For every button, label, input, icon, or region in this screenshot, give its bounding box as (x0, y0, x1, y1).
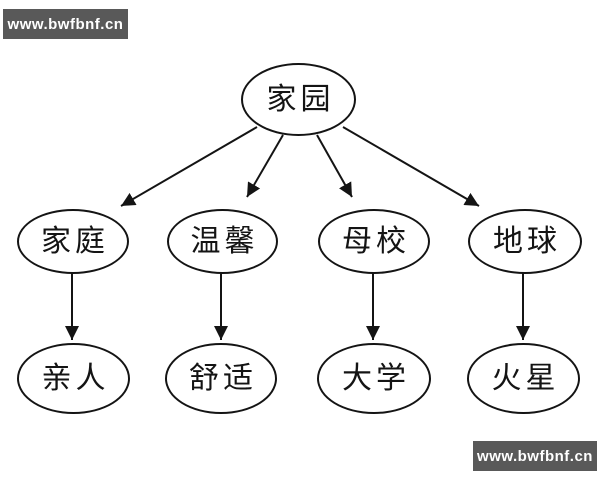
node-relatives: 亲人 (17, 343, 130, 414)
node-warmth: 温馨 (167, 209, 278, 274)
node-warmth-label: 温馨 (190, 223, 259, 259)
node-university: 大学 (317, 343, 431, 414)
edge-root-earth (342, 126, 480, 207)
node-family: 家庭 (17, 209, 129, 274)
node-alma-mater-label: 母校 (342, 223, 410, 259)
node-alma-mater: 母校 (318, 209, 430, 274)
node-relatives-label: 亲人 (41, 360, 110, 396)
node-home-root-label: 家园 (266, 81, 335, 117)
watermark-top-left: www.bwfbnf.cn (3, 9, 128, 39)
node-home-root: 家园 (241, 63, 356, 136)
node-mars: 火星 (467, 343, 580, 414)
edge-root-warmth (246, 134, 284, 198)
edge-root-family (120, 126, 258, 207)
node-university-label: 大学 (342, 360, 410, 396)
edge-root-almamater (316, 134, 353, 198)
node-mars-label: 火星 (491, 360, 560, 396)
node-earth: 地球 (468, 209, 582, 274)
node-comfort-label: 舒适 (189, 360, 257, 396)
node-comfort: 舒适 (165, 343, 277, 414)
node-family-label: 家庭 (41, 223, 109, 259)
node-earth-label: 地球 (493, 223, 561, 259)
watermark-bottom-right: www.bwfbnf.cn (473, 441, 597, 471)
